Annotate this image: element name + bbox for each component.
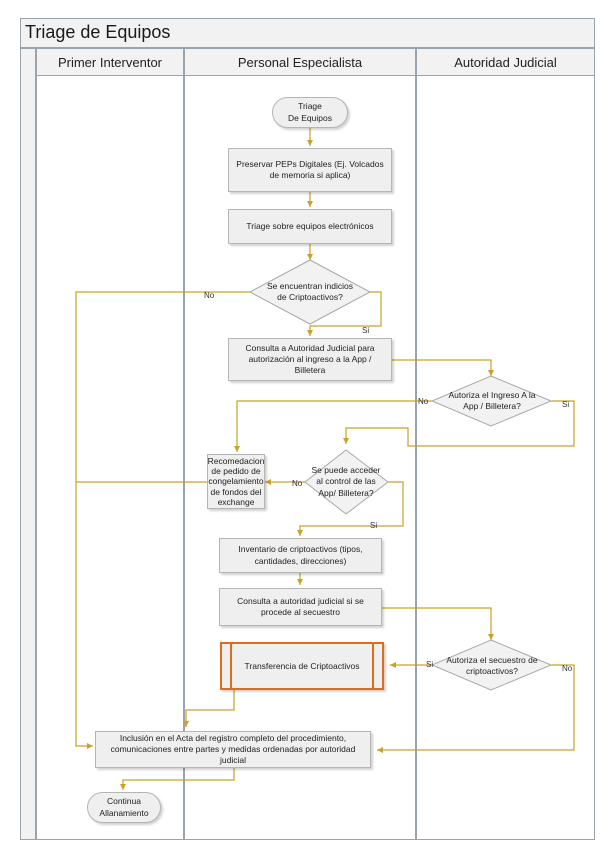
transferencia-label: Transferencia de Criptoactivos (244, 661, 360, 671)
triage-step: Triage sobre equipos electrónicos (228, 209, 392, 244)
subprocess-left-bar (230, 644, 232, 688)
lane-header-autoridad-judicial: Autoridad Judicial (416, 48, 595, 76)
decision-autoriza-label: Autoriza el Ingreso A la App / Billetera… (448, 389, 536, 411)
edge-acceder-si-inventario (297, 481, 404, 536)
branch-label-no: No (204, 291, 215, 300)
transferencia-subprocess: Transferencia de Criptoactivos (220, 642, 384, 690)
decision-autoriza-shape (430, 375, 553, 427)
consulta-secuestro-step: Consulta a autoridad judicial si se proc… (219, 588, 382, 626)
decision-secuestro-label: Autoriza el secuestro de criptoactivos? (446, 654, 538, 676)
lane-header-personal-especialista: Personal Especialista (184, 48, 416, 76)
branch-label-si: Si (562, 400, 570, 409)
edge-inclusion-end (120, 768, 235, 790)
start-terminator: Triage De Equipos (272, 97, 348, 128)
edge-transferencia-inclusion (183, 690, 235, 727)
diagram-title: Triage de Equipos (25, 22, 171, 42)
decision-secuestro-shape (430, 639, 553, 691)
diagram-title-bar: Triage de Equipos (20, 18, 595, 48)
preservar-peps-step: Preservar PEPs Digitales (Ej. Volcados d… (228, 148, 392, 192)
branch-label-no: No (562, 664, 573, 673)
branch-label-si: Si (370, 521, 378, 530)
edge-decision-si-consulta (307, 291, 382, 336)
lane-header-primer-interventor: Primer Interventor (36, 48, 184, 76)
branch-label-si: Si (362, 326, 370, 335)
edge-autoriza-no-recomendacion (234, 400, 432, 452)
lane-personal-especialista (184, 76, 416, 840)
branch-label-no: No (292, 479, 303, 488)
recomendacion-step: Recomedacion de pedido de congelamiento … (207, 454, 265, 509)
decision-cripto-label: Se encuentran indicios de Criptoactivos? (266, 280, 353, 302)
edge-decision-no-inclusion (75, 291, 250, 749)
edge-secuestro-no-inclusion (377, 664, 575, 753)
lane-primer-interventor (36, 76, 184, 840)
edge-autoriza-si-acceder (343, 400, 575, 447)
decision-cripto-shape (248, 259, 372, 325)
branch-label-si: Si (426, 660, 434, 669)
inclusion-acta-step: Inclusión en el Acta del registro comple… (95, 731, 371, 768)
inventario-step: Inventario de criptoactivos (tipos, cant… (219, 538, 382, 573)
consulta-autorizacion-step: Consulta a Autoridad Judicial para autor… (228, 338, 392, 381)
side-strip (20, 48, 36, 840)
edge-consulta-secuestro (382, 607, 494, 640)
branch-label-no: No (418, 397, 429, 406)
subprocess-right-bar (372, 644, 374, 688)
lane-autoridad-judicial (416, 76, 595, 840)
decision-acceder-shape (304, 449, 389, 515)
end-terminator: Continua Allanamiento (87, 792, 161, 823)
decision-acceder-label: Se puede acceder al control de las App/ … (311, 465, 381, 498)
edge-consulta-autoriza (392, 359, 494, 376)
